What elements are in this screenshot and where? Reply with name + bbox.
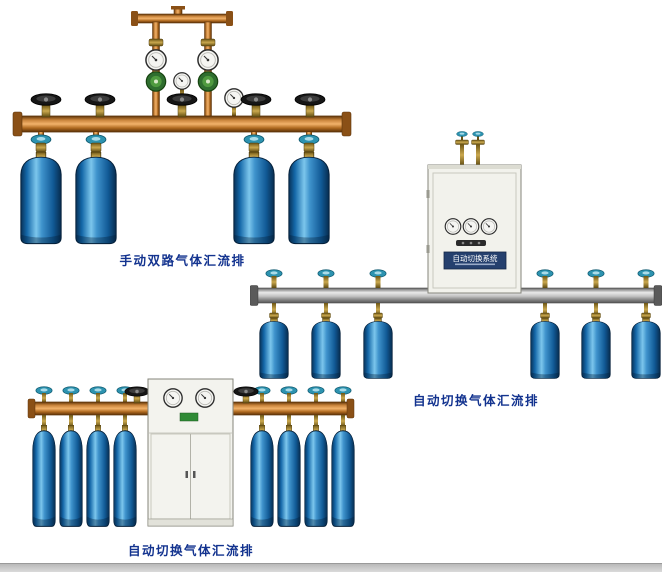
control-cabinet [147,378,234,527]
shutoff-valve-handwheels [124,386,259,404]
cabinet-green-label [179,412,199,422]
riser-valve-handwheels [35,386,352,403]
cabinet-top-valves [455,131,485,166]
product-caption: 自动切换气体汇流排 [412,393,539,408]
manifold-pipe-right [232,398,355,419]
product-caption: 手动双路气体汇流排 [119,253,246,268]
door-handle [193,471,196,478]
cylinder-connection-valves [30,132,320,153]
auto-switch-manifold-illustration: 自动切换系统 [250,131,662,379]
gas-cylinder [259,318,661,379]
shutoff-valve-handwheels [30,93,326,118]
cabinet-label: 自动切换系统 [453,253,498,263]
door-handle [185,471,188,478]
cabinet-gauges [444,218,498,235]
control-cabinet: 自动切换系统 [426,164,522,294]
manual-dual-manifold-illustration [12,6,352,245]
cylinder-connection-valves [265,269,655,319]
auto-switch-cabinet-manifold-illustration [27,378,355,527]
manifold-pipe [12,111,352,137]
cylinder-connection-pipes [42,415,345,427]
product-caption: 自动切换气体汇流排 [127,543,254,558]
page-bottom-divider [0,563,662,572]
